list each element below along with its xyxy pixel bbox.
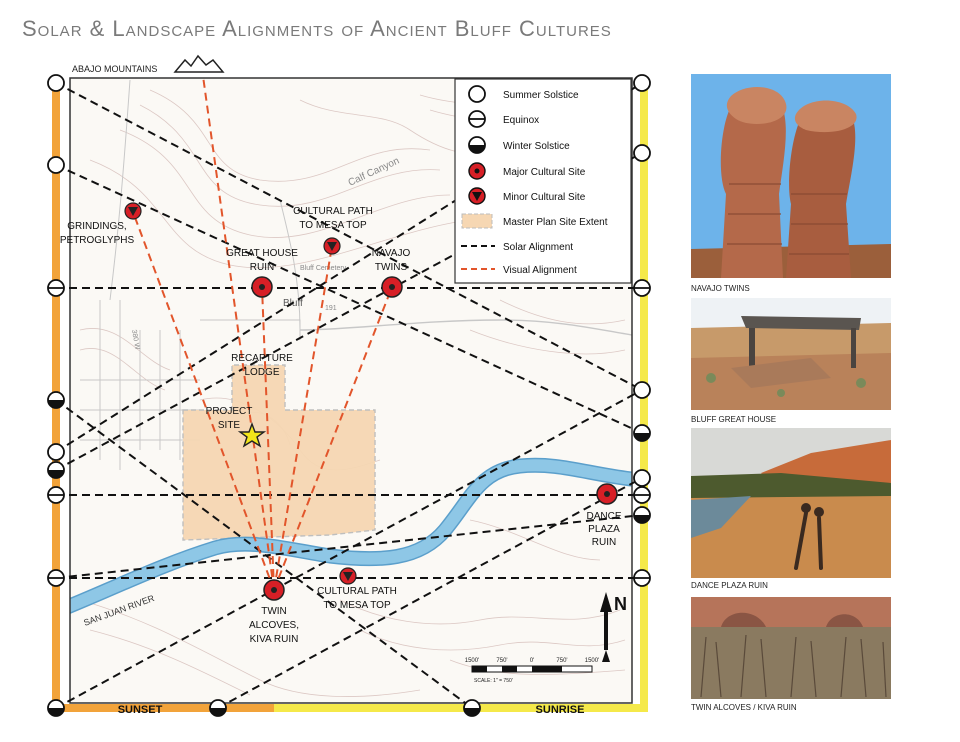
winter-solstice-marker xyxy=(463,699,481,717)
photo-dance-plaza-ruin xyxy=(691,428,891,578)
legend-label-winter: Winter Solstice xyxy=(503,141,570,152)
road-191-label: 191 xyxy=(325,305,337,312)
minor-site-cultural-path-bottom xyxy=(339,567,357,585)
major-site-dance-plaza xyxy=(596,483,618,505)
map-legend: Summer Solstice Equinox Winter Solstice … xyxy=(454,78,632,284)
summer-solstice-marker xyxy=(633,74,651,92)
equinox-marker xyxy=(47,279,65,297)
sunrise-bar-horizontal xyxy=(274,704,644,712)
map-frame xyxy=(69,77,633,704)
photo-caption-dance-plaza-ruin: DANCE PLAZA RUIN xyxy=(691,581,768,590)
legend-label-visual: Visual Alignment xyxy=(503,265,577,276)
sunrise-label: SUNRISE xyxy=(536,704,585,716)
legend-label-summer: Summer Solstice xyxy=(503,90,579,101)
legend-label-solar: Solar Alignment xyxy=(503,242,573,253)
summer-solstice-icon xyxy=(468,85,486,103)
photo-caption-navajo-twins: NAVAJO TWINS xyxy=(691,284,750,293)
sunset-label: SUNSET xyxy=(118,704,163,716)
roads xyxy=(80,79,632,470)
summer-solstice-marker xyxy=(633,469,651,487)
abajo-mountains-label: ABAJO MOUNTAINS xyxy=(72,64,157,74)
summer-solstice-marker xyxy=(47,443,65,461)
scale-tick-2: 750' xyxy=(496,658,507,664)
summer-solstice-marker xyxy=(47,156,65,174)
major-cultural-site-icon xyxy=(468,162,486,180)
winter-solstice-marker xyxy=(633,424,651,442)
photo-caption-twin-alcoves: TWIN ALCOVES / KIVA RUIN xyxy=(691,703,797,712)
cemetery-label: Bluff Cemetery xyxy=(300,265,347,272)
winter-solstice-marker xyxy=(47,699,65,717)
site-extent-swatch xyxy=(461,213,493,229)
photo-twin-alcoves xyxy=(691,597,891,699)
photo-caption-bluff-great-house: BLUFF GREAT HOUSE xyxy=(691,415,777,424)
equinox-marker xyxy=(47,569,65,587)
abajo-mountains-icon xyxy=(173,54,225,73)
north-label: N xyxy=(614,594,627,614)
page-title: Solar & Landscape Alignments of Ancient … xyxy=(22,16,612,41)
summer-solstice-marker xyxy=(47,74,65,92)
minor-site-cultural-path-top xyxy=(323,237,341,255)
winter-solstice-marker xyxy=(47,461,65,479)
project-site-star-icon xyxy=(237,422,267,448)
photo-navajo-twins xyxy=(691,74,891,278)
minor-cultural-site-icon xyxy=(468,187,486,205)
road-380-label: 380 W xyxy=(130,329,140,351)
major-site-twin-alcoves xyxy=(263,579,285,601)
winter-solstice-icon xyxy=(468,136,486,154)
winter-solstice-marker xyxy=(633,506,651,524)
legend-label-extent: Master Plan Site Extent xyxy=(503,217,608,228)
winter-solstice-marker xyxy=(209,699,227,717)
scale-tick-3: 0' xyxy=(530,658,534,664)
legend-label-equinox: Equinox xyxy=(503,115,539,126)
equinox-marker xyxy=(633,569,651,587)
photo-bluff-great-house xyxy=(691,298,891,410)
minor-site-grindings xyxy=(124,202,142,220)
scale-bar: 1500' 750' 0' 750' 1500' SCALE: 1" = 750… xyxy=(465,658,600,684)
sunset-bar-horizontal xyxy=(52,704,274,712)
visual-alignment-lines xyxy=(132,75,393,591)
equinox-icon xyxy=(468,110,486,128)
solar-markers xyxy=(47,74,651,717)
summer-solstice-marker xyxy=(633,144,651,162)
summer-solstice-marker xyxy=(633,381,651,399)
legend-label-minor: Minor Cultural Site xyxy=(503,192,586,203)
major-site-navajo-twins xyxy=(381,276,403,298)
winter-solstice-marker xyxy=(47,391,65,409)
equinox-marker xyxy=(633,486,651,504)
scale-tick-4: 750' xyxy=(556,658,567,664)
major-site-great-house xyxy=(251,276,273,298)
scale-tick-1: 1500' xyxy=(465,658,480,664)
north-arrow-icon xyxy=(600,592,612,662)
scale-tick-5: 1500' xyxy=(585,658,600,664)
legend-label-major: Major Cultural Site xyxy=(503,167,586,178)
equinox-marker xyxy=(633,279,651,297)
scale-note: SCALE: 1" = 750' xyxy=(474,678,513,684)
grindings-label: GRINDINGS,PETROGLYPHS xyxy=(60,221,135,246)
equinox-marker xyxy=(47,486,65,504)
